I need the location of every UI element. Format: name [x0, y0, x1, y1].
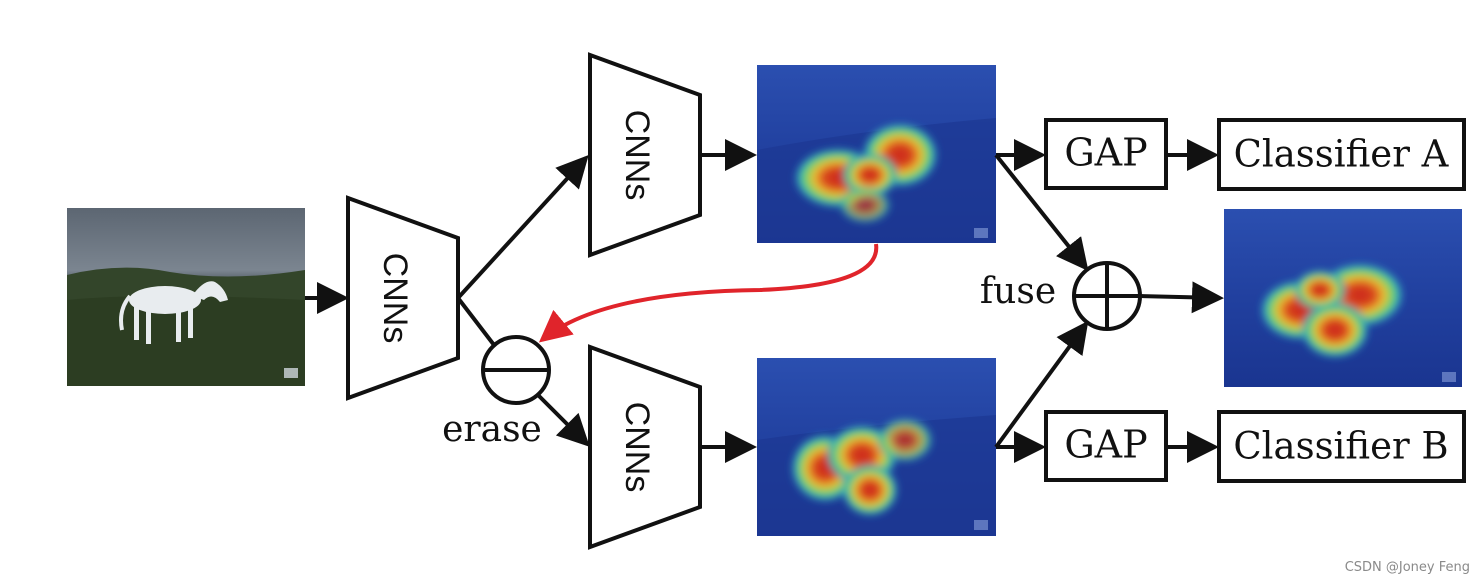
- arrow-erase-to-bottom-cnn: [536, 393, 590, 447]
- feedback-arrow-red: [538, 243, 879, 343]
- cnn-top-label: CNNs: [618, 110, 656, 201]
- heatmap-top: [757, 65, 996, 243]
- line-cnn-to-erase: [456, 296, 496, 347]
- classifier-a-label: Classifier A: [1234, 133, 1450, 176]
- cnn-block-bottom: CNNs: [588, 344, 702, 550]
- arrow-heatmap-bottom-to-fuse: [994, 320, 1089, 449]
- classifier-b-box: Classifier B: [1217, 410, 1466, 483]
- input-image: [67, 208, 305, 386]
- cnn-block-top: CNNs: [588, 52, 702, 258]
- gap-box-bottom: GAP: [1044, 410, 1168, 482]
- gap-top-label: GAP: [1064, 131, 1147, 175]
- cnn-block-main: CNNs: [346, 195, 460, 401]
- cnn-bottom-label: CNNs: [618, 402, 656, 493]
- connectors: [305, 139, 1224, 463]
- heatmap-bottom: [757, 358, 996, 536]
- fuse-operator: [1072, 261, 1142, 331]
- gap-bottom-label: GAP: [1064, 423, 1147, 467]
- gap-box-top: GAP: [1044, 118, 1168, 190]
- cnn-main-label: CNNs: [376, 253, 414, 344]
- classifier-a-box: Classifier A: [1217, 118, 1466, 191]
- arrow-fuse-to-heatmap: [1139, 281, 1224, 314]
- erase-operator: [481, 335, 551, 405]
- fuse-label: fuse: [980, 271, 1056, 312]
- watermark: CSDN @Joney Feng: [1344, 560, 1470, 575]
- arrow-heatmap-top-to-fuse: [994, 153, 1089, 272]
- erase-label: erase: [442, 409, 542, 450]
- arrow-cnn-to-top-cnn: [456, 155, 589, 300]
- heatmap-fused: [1224, 209, 1462, 387]
- horse-figure: [119, 281, 228, 344]
- classifier-b-label: Classifier B: [1233, 425, 1448, 468]
